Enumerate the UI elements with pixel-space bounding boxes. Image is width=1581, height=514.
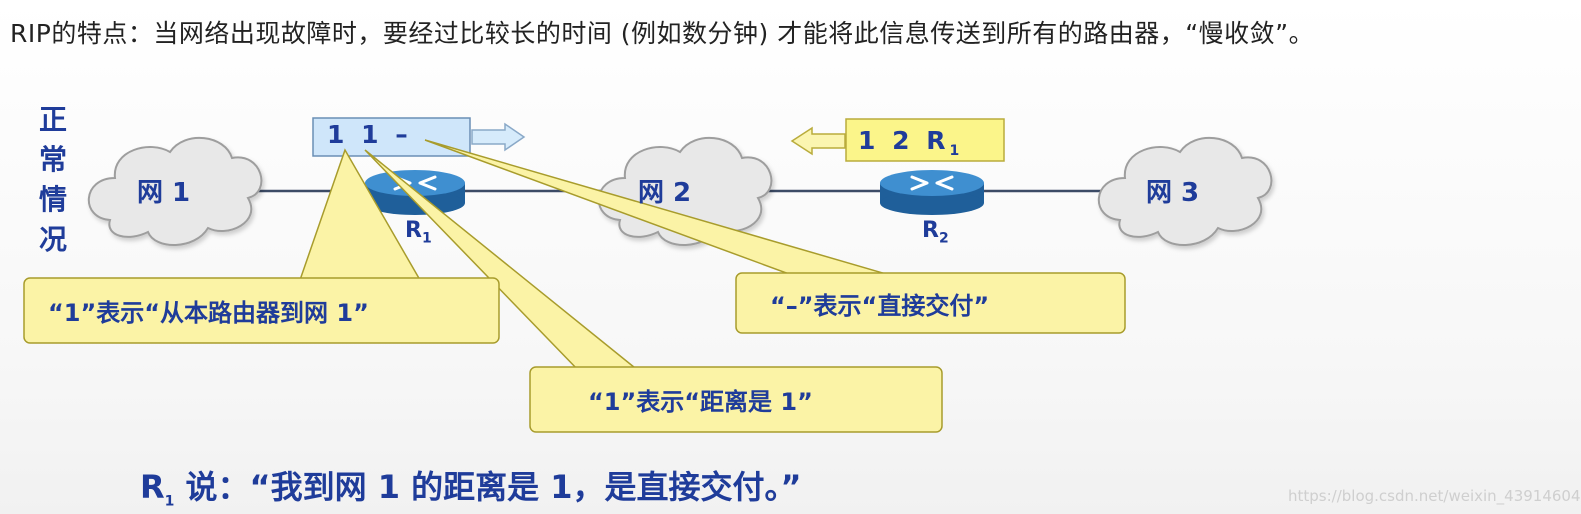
side-label-char: 情	[38, 183, 67, 216]
callout-pointer-from-router	[298, 148, 422, 281]
slide-header: RIP的特点：当网络出现故障时，要经过比较长的时间 (例如数分钟) 才能将此信息…	[10, 19, 1315, 48]
callout-from-router-text: “1”表示“从本路由器到网 1”	[48, 299, 369, 327]
router-r2-letter: R	[922, 218, 939, 243]
r2-update-box	[845, 118, 1005, 162]
router-r1-label: R1	[405, 218, 432, 246]
router-r2-sub: 2	[938, 230, 949, 247]
net2-label: 网 2	[638, 178, 692, 208]
side-label-normal-case: 正 常 情 况	[36, 100, 70, 260]
router-r2-label: R2	[922, 218, 949, 246]
summary-speaker: R	[140, 468, 165, 506]
arrow-left-icon	[790, 126, 846, 156]
net1-label: 网 1	[137, 178, 191, 208]
cloud-net3-icon	[1097, 136, 1273, 246]
r2-routing-entry-sub: 1	[949, 143, 964, 159]
watermark: https://blog.csdn.net/weixin_43914604	[1288, 487, 1581, 505]
router-r2-icon	[880, 170, 984, 215]
router-r1-letter: R	[405, 218, 422, 243]
router-r1-sub: 1	[421, 230, 432, 247]
summary-speaker-sub: 1	[164, 493, 175, 510]
side-label-char: 况	[38, 223, 67, 256]
arrow-right-icon	[471, 122, 526, 152]
side-label-char: 常	[38, 143, 67, 176]
cloud-net1-icon	[87, 136, 263, 246]
summary-statement: R1 说：“我到网 1 的距离是 1，是直接交付。”	[140, 462, 802, 509]
side-label-char: 正	[38, 103, 67, 136]
r2-routing-entry: 1 2 R1	[858, 126, 963, 159]
callout-box-direct	[735, 272, 1126, 334]
callout-box-from-router	[23, 277, 500, 344]
callout-box-distance	[529, 366, 943, 433]
summary-text: 说：“我到网 1 的距离是 1，是直接交付。”	[174, 468, 802, 506]
r2-routing-entry-text: 1 2 R	[858, 126, 950, 155]
r1-update-box	[312, 117, 471, 157]
callout-distance-text: “1”表示“距离是 1”	[588, 388, 813, 416]
net3-label: 网 3	[1146, 178, 1200, 208]
callout-direct-text: “–”表示“直接交付”	[770, 292, 990, 320]
r1-routing-entry: 1 1 –	[327, 120, 412, 149]
